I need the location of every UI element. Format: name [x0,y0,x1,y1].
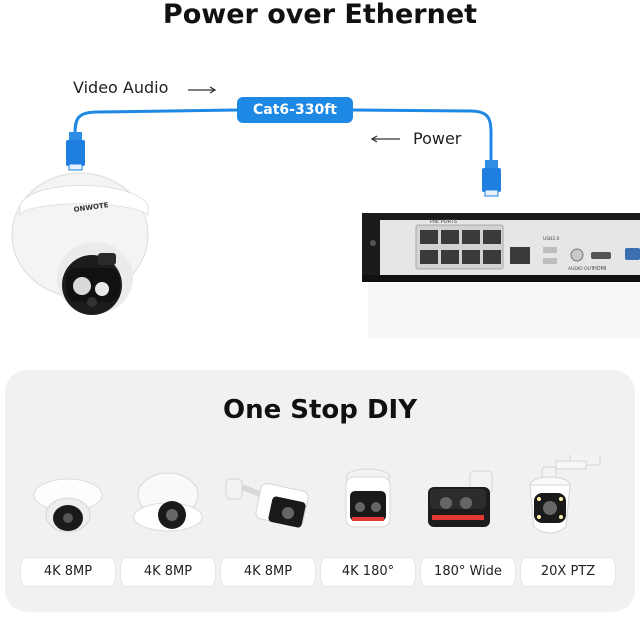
rj45-plug-right-icon [482,160,501,197]
turret-camera-icon [120,455,216,545]
page-title: Power over Ethernet [162,0,478,30]
audio-out-label: AUDIO OUT [568,266,594,272]
camera-chip-1: 4K 8MP [20,557,116,587]
usb-label: USB2.0 [543,236,560,242]
rj45-plug-left-icon [66,132,85,171]
cable-badge: Cat6-330ft [237,97,353,123]
wide-angle-camera-icon [420,455,516,545]
camera-chip-5: 180° Wide [420,557,516,587]
power-label: Power [413,129,462,148]
poe-ports-label: PoE PORTS [430,219,457,225]
camera-chip-2: 4K 8MP [120,557,216,587]
arrow-right-icon [188,86,217,94]
camera-chip-4: 4K 180° [320,557,416,587]
ptz-camera-icon [520,455,616,545]
poe-diagram: PoE PORTS USB2.0 AUDIO OUT HDMI ONWOTE [11,86,640,315]
hdmi-label: HDMI [593,266,606,272]
camera-chip-6: 20X PTZ [520,557,616,587]
arrow-left-icon [370,135,400,143]
camera-chip-3: 4K 8MP [220,557,316,587]
dome-camera-icon [11,172,149,315]
nvr-recorder-icon: PoE PORTS USB2.0 AUDIO OUT HDMI [362,213,640,282]
ethernet-cable [73,108,493,164]
mini-dome-camera-icon [20,455,116,545]
dual-lens-camera-icon [320,455,416,545]
diy-title: One Stop DIY [222,395,418,425]
video-audio-label: Video Audio [73,78,169,97]
bullet-camera-icon [220,455,316,545]
